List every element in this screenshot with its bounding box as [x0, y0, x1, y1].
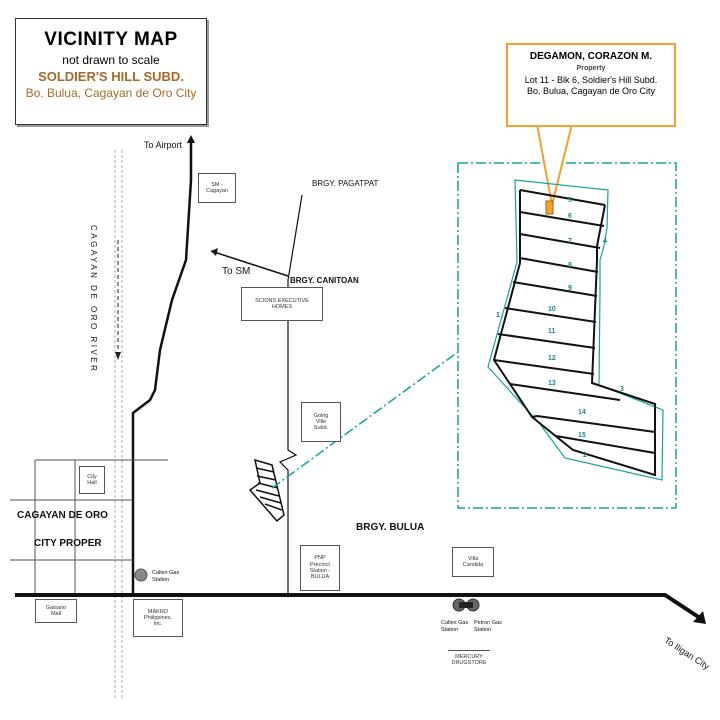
- inset-leader-line: [271, 351, 459, 489]
- lot-number-11: 11: [548, 328, 556, 335]
- lot-number-7: 7: [568, 238, 572, 245]
- label-brgy-canitoan: BRGY. CANITOAN: [290, 276, 359, 285]
- lot-number-2: 2: [583, 452, 587, 459]
- airport-road: [131, 140, 193, 597]
- box-scions-homes: SCIONS EXECUTIVE HOMES: [241, 287, 323, 321]
- lot-description: Lot 11 - Blk 6, Soldier's Hill Subd.: [524, 75, 658, 85]
- subdivision-block: [492, 189, 656, 477]
- lot-number-13: 13: [548, 380, 556, 387]
- lot-number-6: 6: [568, 213, 572, 220]
- road-to-sm: [210, 250, 289, 277]
- label-to-airport: To Airport: [144, 140, 183, 150]
- owner-name: DEGAMON, CORAZON M.: [529, 51, 653, 62]
- box-makro: MAKRO Philippines, Inc.: [133, 599, 183, 637]
- lot-number-5: 5: [568, 197, 572, 204]
- lot-number-9: 9: [568, 285, 572, 292]
- map-subtitle: not drawn to scale: [62, 53, 160, 67]
- label-brgy-pagatpat: BRGY. PAGATPAT: [312, 179, 379, 188]
- lot-number-10: 10: [548, 306, 556, 313]
- label-caltex-1: Caltex Gas Station: [152, 570, 180, 583]
- property-label: Property: [576, 65, 606, 72]
- lot-number-1: 1: [496, 312, 500, 319]
- main-highway: [15, 593, 702, 620]
- property-callout: DEGAMON, CORAZON M. Property Lot 11 - Bl…: [506, 43, 676, 127]
- lot-number-3: 3: [620, 386, 624, 393]
- caltex-marker-1: [134, 568, 148, 582]
- lot-number-12: 12: [548, 355, 556, 362]
- label-river: CAGAYAN DE ORO RIVER: [89, 225, 98, 374]
- label-caltex-2: Caltex Gas Station: [441, 620, 469, 633]
- lot-number-4: 4: [603, 238, 607, 245]
- subdivision-name: SOLDIER'S HILL SUBD.: [38, 69, 184, 84]
- map-title: VICINITY MAP: [44, 29, 178, 50]
- box-city-hall: City Hall: [79, 466, 105, 494]
- property-address: Bo. Bulua, Cagayan de Oro City: [526, 86, 656, 96]
- iligan-arrow-head: [693, 611, 706, 624]
- box-sm-cagayan: SM - Cagayan: [198, 173, 236, 203]
- highlighted-lot-11: [545, 200, 554, 215]
- lot-number-15: 15: [578, 432, 586, 439]
- title-box: VICINITY MAP not drawn to scale SOLDIER'…: [15, 18, 207, 125]
- subdivision-outline: [487, 179, 664, 481]
- inset-border: [457, 162, 677, 509]
- airport-arrow-head: [187, 135, 195, 143]
- box-gaisano-mall: Gaisano Mall: [35, 599, 77, 623]
- box-mercury-drugstore: MERCURY DRUGSTORE: [448, 650, 490, 669]
- station-link: [459, 602, 473, 608]
- canitoan-road: [278, 194, 303, 597]
- lot-number-14: 14: [578, 409, 586, 416]
- callout-pointer: [535, 123, 574, 206]
- label-petron: Petron Gas Station: [474, 620, 502, 633]
- label-city-proper-2: CITY PROPER: [34, 538, 102, 549]
- subdivision-location: Bo. Bulua, Cagayan de Oro City: [25, 86, 197, 100]
- box-golrig-ville: Golrig Ville Subd.: [301, 402, 341, 442]
- lot-number-8: 8: [568, 262, 572, 269]
- label-to-sm: To SM: [222, 266, 251, 277]
- subdivision-mini: [248, 458, 285, 523]
- sm-arrow-head: [211, 248, 218, 256]
- label-city-proper-1: CAGAYAN DE ORO: [17, 510, 108, 521]
- box-pnp-station: PNP Precinct Station - BULUA: [300, 545, 340, 591]
- label-brgy-bulua: BRGY. BULUA: [356, 522, 425, 533]
- river-arrow-head: [115, 352, 121, 360]
- box-villa-candida: Villa Candida: [452, 547, 494, 577]
